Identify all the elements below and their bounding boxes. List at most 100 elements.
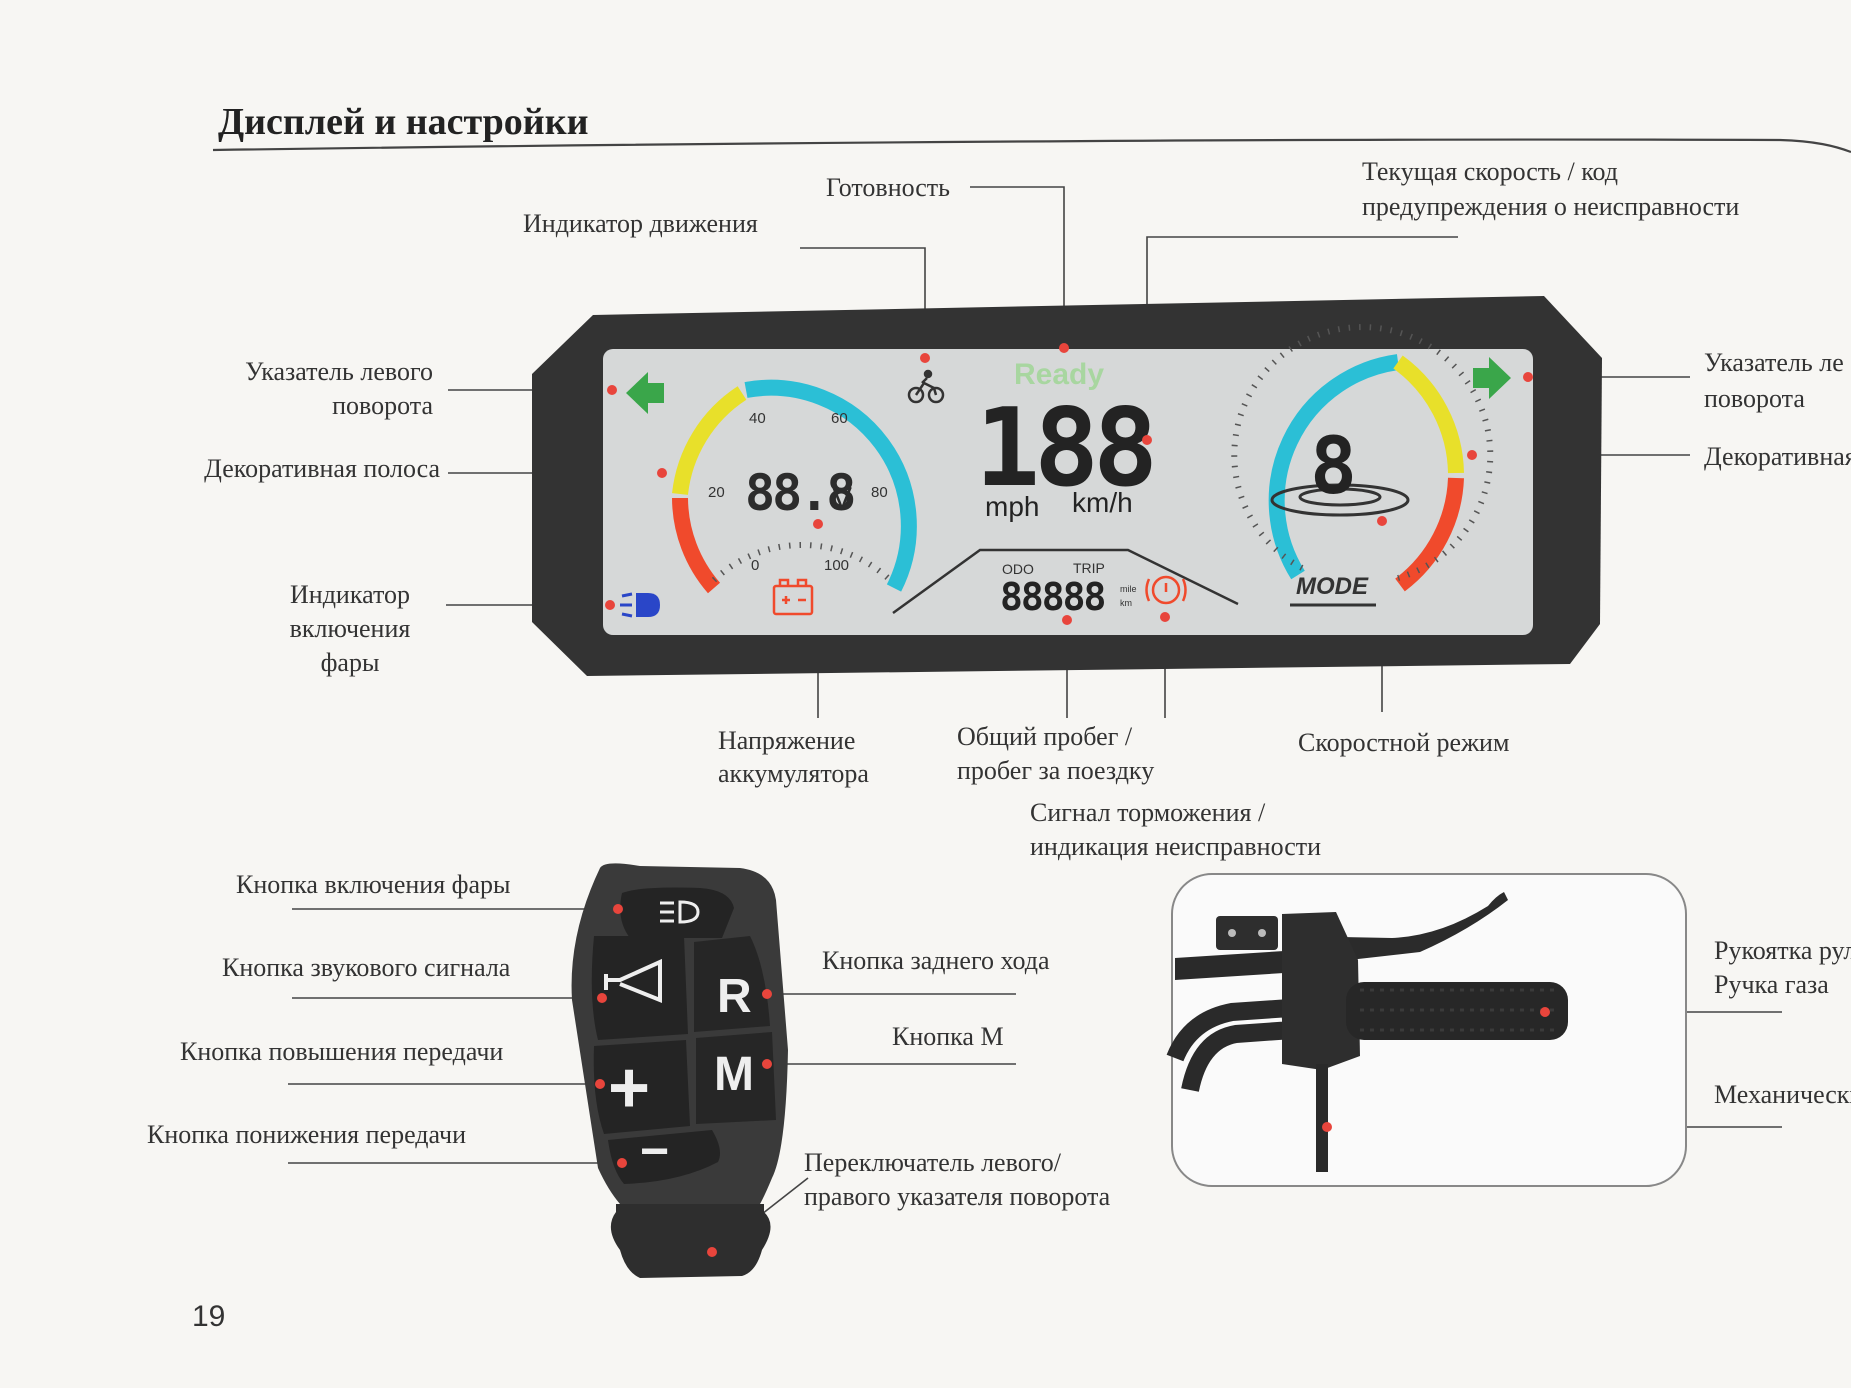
gear-up-button[interactable] <box>593 1040 690 1134</box>
gauge-arc-cyan-left <box>744 379 917 592</box>
gauge-arc-yellow-right <box>1393 355 1464 474</box>
odo-digits: 88888 <box>1000 575 1105 619</box>
headlight-button-icon <box>660 900 700 924</box>
page-title: Дисплей и настройки <box>218 101 589 143</box>
label-odo-1: Общий пробег / <box>957 722 1133 751</box>
marker-dots <box>605 343 1533 625</box>
right-gauge: 8 MODE <box>1231 324 1494 607</box>
gauge-arc-yellow-left <box>672 386 747 496</box>
gear-platform <box>1270 483 1410 517</box>
handlebar-tube <box>1175 950 1300 980</box>
gauge-tick-80: 80 <box>871 484 888 501</box>
label-right-turn-1: Указатель ле <box>1704 348 1844 377</box>
label-geardown-button: Кнопка понижения передачи <box>147 1120 467 1149</box>
unit-kmh: km/h <box>1072 487 1133 518</box>
center-divider <box>892 548 1239 615</box>
master-cylinder <box>1216 916 1278 950</box>
label-deco-left: Декоративная полоса <box>204 454 440 483</box>
gauge-tick-20: 20 <box>708 484 725 501</box>
headlight-button[interactable] <box>620 887 734 938</box>
left-turn-arrow-icon <box>626 372 664 414</box>
headlight-indicator-icon <box>620 592 660 618</box>
m-button[interactable] <box>696 1032 776 1124</box>
trip-label: TRIP <box>1073 560 1105 576</box>
m-glyph: M <box>714 1048 754 1101</box>
label-headlight-ind-3: фары <box>320 648 380 677</box>
marker-left-turn <box>607 385 617 395</box>
right-turn-arrow-icon <box>1473 357 1511 399</box>
marker-headlight <box>605 600 615 610</box>
label-left-turn-1: Указатель левого <box>245 357 433 386</box>
label-brake-lever: Рукоятка рул <box>1714 936 1851 965</box>
gauge-tick-60: 60 <box>831 410 848 427</box>
marker-odo <box>1062 615 1072 625</box>
label-odo-2: пробег за поездку <box>957 756 1155 785</box>
voltage-readout: 88.8 <box>745 464 853 522</box>
label-brake-1: Сигнал торможения / <box>1030 798 1266 827</box>
marker-ready <box>1059 343 1069 353</box>
odo-unit-km: km <box>1120 598 1132 608</box>
voltage-unit: V <box>832 482 852 515</box>
plus-glyph: + <box>608 1048 650 1128</box>
label-speed-1: Текущая скорость / код <box>1362 157 1618 186</box>
label-readiness: Готовность <box>826 173 951 202</box>
motion-indicator-icon <box>907 369 945 404</box>
marker-speed <box>1142 435 1152 445</box>
reverse-button[interactable] <box>694 936 770 1032</box>
label-gearup-button: Кнопка повышения передачи <box>180 1037 504 1066</box>
label-brake-2: индикация неисправности <box>1030 832 1322 861</box>
label-throttle: Ручка газа <box>1714 970 1829 999</box>
horn-button[interactable] <box>591 936 688 1040</box>
ready-indicator: Ready <box>1014 358 1104 391</box>
marker-brake <box>1160 612 1170 622</box>
minus-glyph: − <box>640 1123 669 1179</box>
marker-deco-left <box>657 468 667 478</box>
label-left-turn-2: поворота <box>332 391 433 420</box>
brake-warning-icon <box>1145 575 1187 605</box>
mode-label: MODE <box>1296 573 1369 600</box>
gauge-arc-red-left <box>672 497 721 594</box>
left-gauge: 0 20 40 60 80 100 88.8 V <box>672 379 917 594</box>
label-headlight-ind-2: включения <box>289 614 411 643</box>
label-m-button: Кнопка M <box>892 1022 1004 1051</box>
marker-deco-right <box>1467 450 1477 460</box>
speed-digits: 188 <box>975 386 1152 511</box>
label-turn-switch-2: правого указателя поворота <box>804 1182 1111 1211</box>
battery-warning-icon <box>772 578 814 616</box>
label-horn-button: Кнопка звукового сигнала <box>222 953 511 982</box>
leader-turn-switch <box>761 1177 809 1215</box>
marker-battery <box>813 519 823 529</box>
label-speed-2: предупреждения о неисправности <box>1362 192 1740 221</box>
odo-unit-mile: mile <box>1120 584 1137 594</box>
gauge-tick-100: 100 <box>824 557 849 574</box>
marker-mode <box>1377 516 1387 526</box>
switch-housing <box>1282 912 1360 1070</box>
horn-icon <box>604 958 662 1003</box>
label-battery-1: Напряжение <box>718 726 856 755</box>
label-deco-right: Декоративная <box>1704 442 1851 471</box>
reverse-glyph: R <box>717 970 752 1023</box>
label-right-turn-2: поворота <box>1704 384 1805 413</box>
label-motion-indicator: Индикатор движения <box>523 209 758 238</box>
control-marker-dots <box>595 904 772 1257</box>
unit-mph: mph <box>985 491 1039 522</box>
gauge-tick-40: 40 <box>749 410 766 427</box>
label-mechanical: Механически <box>1714 1080 1851 1109</box>
marker-right-turn <box>1523 372 1533 382</box>
label-headlight-button: Кнопка включения фары <box>236 870 511 899</box>
gear-digit: 8 <box>1310 422 1357 512</box>
label-turn-switch-1: Переключатель левого/ <box>804 1148 1061 1177</box>
gear-platform-inner <box>1298 487 1382 507</box>
label-headlight-ind-1: Индикатор <box>290 580 410 609</box>
gear-down-button[interactable] <box>608 1130 720 1184</box>
grip-texture <box>1360 988 1556 1032</box>
label-battery-2: аккумулятора <box>718 759 869 788</box>
throttle-grip <box>1346 982 1568 1040</box>
gauge-tick-0: 0 <box>751 557 759 574</box>
gauge-arc-cyan-right <box>1268 354 1400 580</box>
marker-motion <box>920 353 930 363</box>
